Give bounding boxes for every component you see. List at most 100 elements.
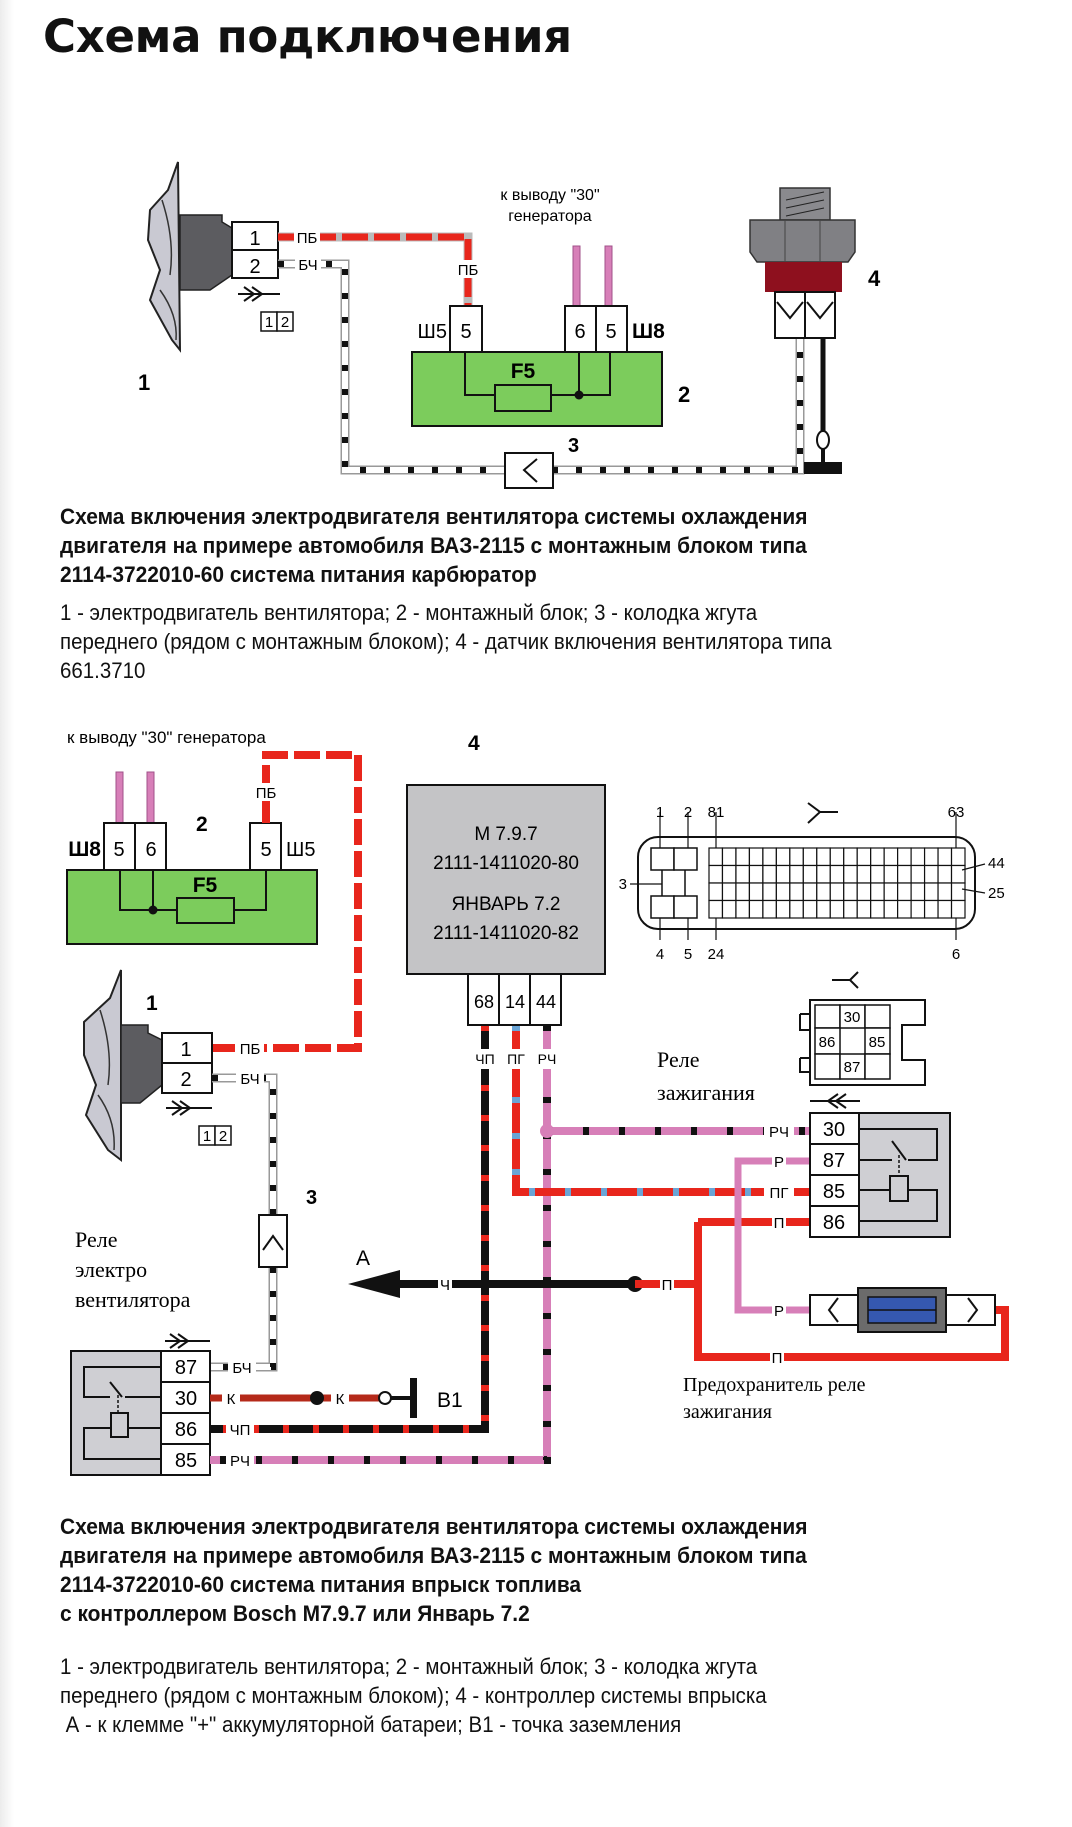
connector-pin-cell [870,882,885,902]
connector-pin-cell [950,864,966,884]
wire-label-rch-relay: РЧ [230,1453,250,1470]
harness-connector-icon [258,1214,288,1268]
connector-pin-cell [950,847,966,867]
connector-pin-cell [708,864,724,884]
connector-pin-cell [816,899,831,919]
motor-connector-label: 1 2 [198,1125,232,1146]
fuse-f5-icon [494,384,552,412]
connector-pin-cell [735,899,751,919]
generator-wire-2 [146,771,155,833]
wire-label-p-ign: П [774,1215,785,1232]
pinout-label-5: 5 [684,946,692,963]
connector-pin-cell [856,847,872,867]
svg-text:2: 2 [281,314,289,331]
connector-pin-cell [923,882,939,902]
connector-pin-cell [802,899,818,919]
socket-pin-86: 86 [819,1034,836,1051]
motor-pin-2: 2 [180,1069,191,1091]
ecu-pin-68: 68 [474,992,494,1012]
svg-text:1: 1 [265,314,273,331]
connector-pin-cell [843,899,858,919]
pinout-label-3: 3 [619,876,627,893]
connector-symbol-icon [166,1100,212,1116]
ign-relay-socket [799,971,926,1086]
connector-sh8: Ш8 [632,320,665,343]
wire-pb [278,232,473,308]
block-pin-5: 5 [605,321,616,343]
wire-k [210,1378,417,1418]
connector-pin-cell [789,899,804,919]
connector-symbol-icon [826,1093,847,1109]
ign-relay-pin-86: 86 [823,1212,845,1234]
connector-pin-cell [937,899,953,919]
connector-pin-cell [802,847,818,867]
block-pin-6: 6 [574,321,585,343]
generator-wire-1 [572,245,581,307]
pinout-label-24: 24 [708,946,725,963]
ground-icon [804,338,842,474]
wire-bch [278,259,805,475]
fuse-holder-label-1: Предохранитель реле [683,1374,866,1396]
ecu-part-1: 2111-1411020-80 [433,853,579,874]
block-number: 2 [678,382,690,407]
ecu-connector-pinout [630,802,986,940]
connector-pin-cell [923,899,939,919]
connector-pin-cell [735,882,751,902]
generator-label-2: генератора [508,208,592,225]
connector-pin-cell [883,864,899,884]
harness-connector-icon [504,452,554,489]
block-pin-right-5: 5 [260,839,271,861]
connector-pin-cell [762,847,777,867]
temperature-sensor-icon [749,187,856,339]
connector-pin-cell [775,847,791,867]
fan-motor-icon [83,969,213,1163]
connector-pin-cell [897,864,912,884]
connector-pin-cell [721,864,737,884]
connector-pin-cell [789,864,804,884]
connector-pin-cell [856,864,872,884]
pinout-label-6: 6 [952,946,960,963]
fan-relay-pin-30: 30 [175,1388,197,1410]
connector-pin-cell [708,882,724,902]
motor-connector-label: 1 2 [260,311,294,332]
connector-pin-cell [897,882,912,902]
block-pin-6: 6 [145,839,156,861]
motor-pin-1: 1 [180,1039,191,1061]
generator-wire-2 [604,245,613,307]
wire-p [635,1218,1009,1361]
connector-pin-cell [762,899,777,919]
ign-relay-title-1: Реле [657,1047,699,1072]
connector-pin-cell [937,847,953,867]
connector-pin-cell [856,899,872,919]
wire-rch [210,1025,810,1464]
connector-pin-cell [748,864,764,884]
connector-pin-cell [816,847,831,867]
pinout-label-1: 1 [656,804,664,821]
connector-pin-cell [748,847,764,867]
connector-pin-cell [910,882,926,902]
wire-label-bch-motor: БЧ [240,1071,259,1088]
connector-pin-cell [762,864,777,884]
connector-pin-cell [843,847,858,867]
fan-relay-title-2: электро [75,1257,147,1282]
diagram2-legend: 1 - электродвигатель вентилятора; 2 - мо… [60,1654,767,1737]
wire-label-chp: ЧП [475,1051,494,1067]
connector-pin-cell [937,864,953,884]
ign-relay-pin-85: 85 [823,1181,845,1203]
pinout-label-2: 2 [684,804,692,821]
connector-pin-cell [950,882,966,902]
wire-label-rch-ign: РЧ [769,1124,789,1141]
connector-pin-cell [883,899,899,919]
fuse-f5-icon [176,897,235,924]
socket-pin-30: 30 [844,1009,861,1026]
arrow-label-a: А [356,1247,370,1270]
connector-pin-cell [735,864,751,884]
connector-pin-cell [802,882,818,902]
page-left-shade [0,0,14,1827]
connector-pin-cell [708,899,724,919]
ign-relay-pin-87: 87 [823,1150,845,1172]
mounting-block [411,305,663,427]
connector-pin-cell [748,882,764,902]
wire-label-pb: ПБ [297,230,318,247]
connector-pin-cell [897,899,912,919]
